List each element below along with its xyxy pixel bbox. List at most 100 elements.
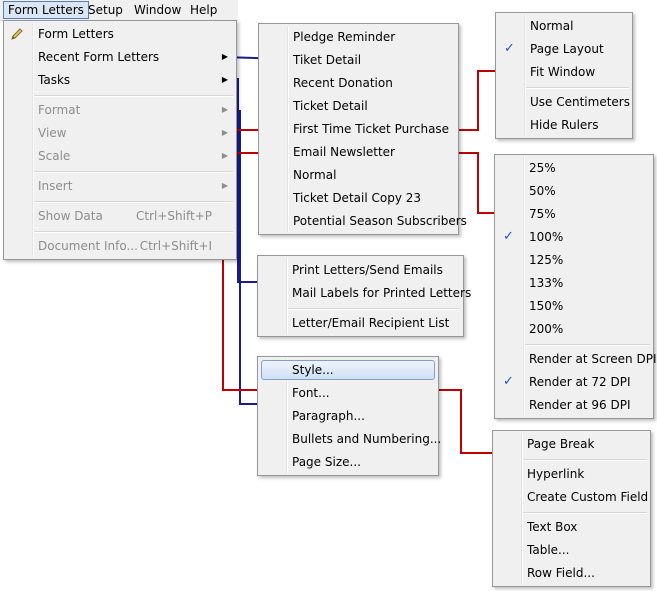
menu-item-label: First Time Ticket Purchase (293, 122, 450, 136)
menu-separator (288, 308, 460, 310)
scale-item-render-72[interactable]: ✓ Render at 72 DPI (495, 371, 653, 393)
menu-item-label: Create Custom Field (527, 490, 649, 504)
menu-gutter (286, 359, 288, 473)
menu-item-view[interactable]: View ▶ (4, 122, 236, 144)
scale-item[interactable]: 50% (495, 180, 653, 202)
insert-item-hyperlink[interactable]: Hyperlink (493, 463, 650, 485)
menubar-form-letters[interactable]: Form Letters (3, 1, 89, 19)
submenu-arrow-icon: ▶ (221, 105, 228, 114)
menu-item-label: Page Break (527, 437, 595, 451)
menu-separator (34, 231, 233, 233)
menu-item-label: Letter/Email Recipient List (292, 316, 450, 330)
recent-item[interactable]: Ticket Detail (259, 95, 458, 117)
menu-item-label: 125% (529, 253, 564, 267)
menu-item-format[interactable]: Format ▶ (4, 99, 236, 121)
menu-item-label: Form Letters (38, 27, 114, 41)
recent-item[interactable]: Normal (259, 164, 458, 186)
checkmark-icon: ✓ (504, 41, 515, 56)
menu-item-label: Fit Window (530, 65, 596, 79)
recent-item[interactable]: Tiket Detail (259, 49, 458, 71)
submenu-arrow-icon: ▶ (221, 151, 228, 160)
menubar-window[interactable]: Window (134, 3, 182, 17)
menu-item-document-info[interactable]: Document Info... Ctrl+Shift+I (4, 235, 236, 257)
menu-gutter (32, 23, 34, 257)
menu-item-label: 200% (529, 322, 564, 336)
recent-item[interactable]: Pledge Reminder (259, 26, 458, 48)
menu-item-label: Pledge Reminder (293, 30, 396, 44)
menu-item-label: Format (38, 103, 81, 117)
recent-item[interactable]: Recent Donation (259, 72, 458, 94)
scale-item[interactable]: 133% (495, 272, 653, 294)
menu-separator (523, 459, 647, 461)
view-item-fit-window[interactable]: Fit Window (496, 61, 632, 83)
menu-item-form-letters[interactable]: Form Letters (4, 23, 236, 45)
format-item-font[interactable]: Font... (258, 382, 438, 404)
format-item-page-size[interactable]: Page Size... (258, 451, 438, 473)
scale-menu: 25% 50% 75% ✓ 100% 125% 133% 150% 200% R… (494, 154, 657, 419)
menu-item-label: Text Box (527, 520, 578, 534)
scale-item[interactable]: 200% (495, 318, 653, 340)
menu-item-label: 133% (529, 276, 564, 290)
menu-separator (526, 87, 629, 89)
scale-item[interactable]: 75% (495, 203, 653, 225)
tasks-item-mail-labels[interactable]: Mail Labels for Printed Letters (258, 282, 471, 304)
insert-item-row-field[interactable]: Row Field... (493, 562, 650, 584)
shortcut-label: Ctrl+Shift+P (136, 209, 212, 223)
insert-item-create-custom-field[interactable]: Create Custom Field (493, 486, 650, 508)
menu-item-show-data[interactable]: Show Data Ctrl+Shift+P (4, 205, 236, 227)
insert-item-table[interactable]: Table... (493, 539, 650, 561)
menu-item-label: Normal (530, 19, 574, 33)
tasks-menu: Print Letters/Send Emails Mail Labels fo… (257, 255, 471, 337)
view-item-hide-rulers[interactable]: Hide Rulers (496, 114, 632, 136)
scale-item[interactable]: ✓ 100% (495, 226, 653, 248)
view-item-use-centimeters[interactable]: Use Centimeters (496, 91, 632, 113)
menu-item-scale[interactable]: Scale ▶ (4, 145, 236, 167)
scale-item-render-96[interactable]: Render at 96 DPI (495, 394, 653, 416)
menu-separator (34, 171, 233, 173)
recent-item[interactable]: First Time Ticket Purchase (259, 118, 458, 140)
insert-item-page-break[interactable]: Page Break (493, 433, 650, 455)
view-item-normal[interactable]: Normal (496, 15, 632, 37)
menu-item-label: Ticket Detail Copy 23 (293, 191, 422, 205)
recent-item[interactable]: Potential Season Subscribers (259, 210, 467, 232)
menu-item-label: Ticket Detail (293, 99, 368, 113)
pencil-icon (10, 26, 24, 40)
menu-item-label: Scale (38, 149, 71, 163)
menu-item-label: Potential Season Subscribers (293, 214, 467, 228)
menu-gutter (523, 157, 525, 416)
menu-item-label: Use Centimeters (530, 95, 630, 109)
menu-item-label: 50% (529, 184, 556, 198)
form-letters-menu: Form Letters Recent Form Letters ▶ Tasks… (3, 20, 237, 260)
scale-item-render-screen[interactable]: Render at Screen DPI (495, 348, 657, 370)
insert-item-text-box[interactable]: Text Box (493, 516, 650, 538)
menu-item-label: 100% (529, 230, 564, 244)
menu-separator (525, 344, 650, 346)
menu-separator (34, 95, 233, 97)
tasks-item-print-letters[interactable]: Print Letters/Send Emails (258, 259, 463, 281)
menu-item-insert[interactable]: Insert ▶ (4, 175, 236, 197)
menu-item-tasks[interactable]: Tasks ▶ (4, 69, 236, 91)
view-item-page-layout[interactable]: ✓ Page Layout (496, 38, 632, 60)
format-item-paragraph[interactable]: Paragraph... (258, 405, 438, 427)
submenu-arrow-icon: ▶ (221, 75, 228, 84)
menu-bar: Form Letters Setup Window Help (0, 0, 238, 21)
menu-item-label: Paragraph... (292, 409, 365, 423)
format-item-style[interactable]: Style... (258, 359, 438, 381)
menu-separator (34, 201, 233, 203)
recent-item[interactable]: Email Newsletter (259, 141, 458, 163)
menu-item-label: Tiket Detail (293, 53, 362, 67)
scale-item[interactable]: 150% (495, 295, 653, 317)
shortcut-label: Ctrl+Shift+I (139, 239, 212, 253)
scale-item[interactable]: 25% (495, 157, 653, 179)
menu-item-highlight (261, 360, 435, 380)
menubar-help[interactable]: Help (190, 3, 218, 17)
tasks-item-recipient-list[interactable]: Letter/Email Recipient List (258, 312, 463, 334)
format-item-bullets[interactable]: Bullets and Numbering... (258, 428, 441, 450)
scale-item[interactable]: 125% (495, 249, 653, 271)
menu-gutter (287, 26, 289, 232)
menu-separator (523, 512, 647, 514)
menu-item-label: 75% (529, 207, 556, 221)
recent-item[interactable]: Ticket Detail Copy 23 (259, 187, 458, 209)
menu-item-recent-form-letters[interactable]: Recent Form Letters ▶ (4, 46, 236, 68)
menubar-setup[interactable]: Setup (88, 3, 123, 17)
